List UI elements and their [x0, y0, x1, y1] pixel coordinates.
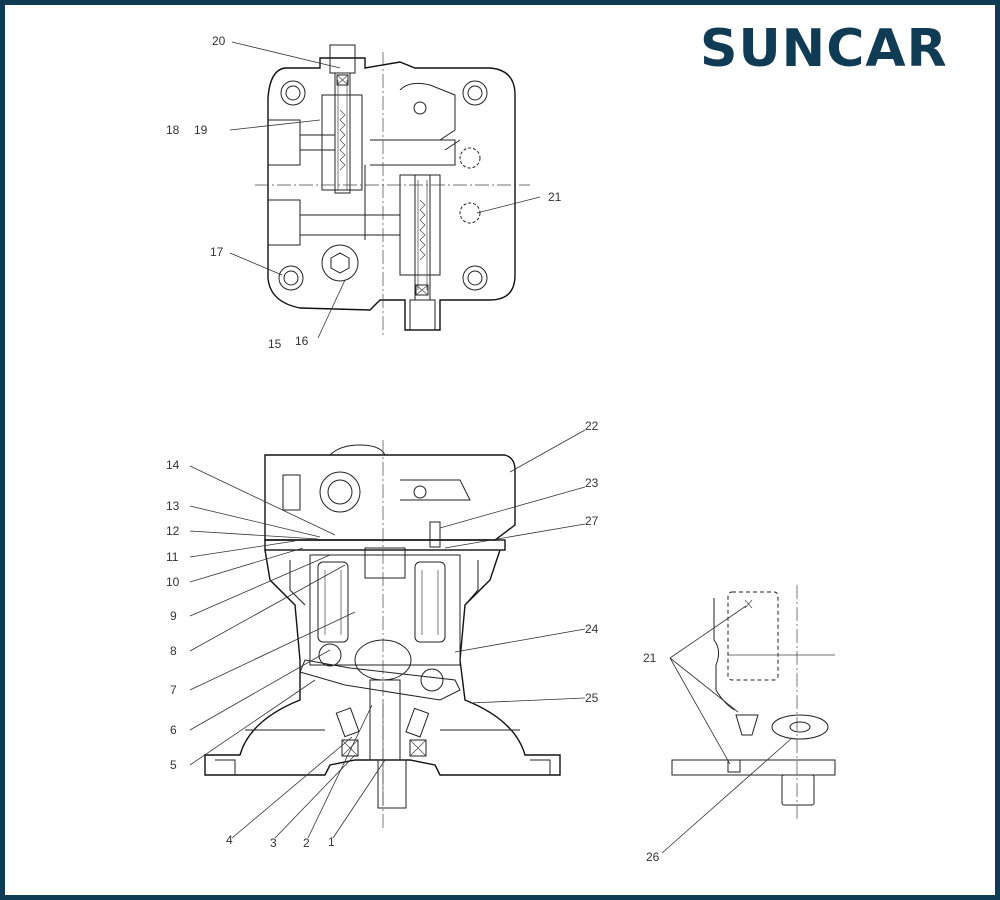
suncar-logo: SUNCAR — [700, 19, 948, 79]
label-15: 15 — [268, 337, 282, 351]
label-24: 24 — [585, 622, 599, 636]
section-view-drawing — [204, 440, 561, 830]
label-5: 5 — [170, 758, 177, 772]
label-17: 17 — [210, 245, 224, 259]
label-10: 10 — [166, 575, 180, 589]
detail-view-drawing — [671, 585, 836, 820]
label-6: 6 — [170, 723, 177, 737]
label-16: 16 — [295, 334, 309, 348]
label-9: 9 — [170, 609, 177, 623]
label-1: 1 — [328, 835, 335, 849]
label-26: 26 — [646, 850, 660, 864]
label-3: 3 — [270, 836, 277, 850]
label-7: 7 — [170, 683, 177, 697]
label-2: 2 — [303, 836, 310, 850]
label-18: 18 — [166, 123, 180, 137]
label-21-top: 21 — [548, 190, 562, 204]
label-19: 19 — [194, 123, 208, 137]
leader-lines — [189, 41, 793, 854]
label-23: 23 — [585, 476, 599, 490]
label-21-detail: 21 — [643, 651, 657, 665]
label-20: 20 — [212, 34, 226, 48]
label-27: 27 — [585, 514, 599, 528]
label-14: 14 — [166, 458, 180, 472]
label-4: 4 — [226, 833, 233, 847]
label-22: 22 — [585, 419, 599, 433]
label-25: 25 — [585, 691, 599, 705]
label-13: 13 — [166, 499, 180, 513]
part-labels: 20 18 19 17 15 16 21 14 13 12 11 10 9 8 … — [166, 34, 660, 864]
logo-text: SUNCAR — [700, 19, 948, 79]
label-12: 12 — [166, 524, 180, 538]
label-11: 11 — [166, 550, 179, 564]
top-view-drawing — [255, 44, 530, 338]
label-8: 8 — [170, 644, 177, 658]
